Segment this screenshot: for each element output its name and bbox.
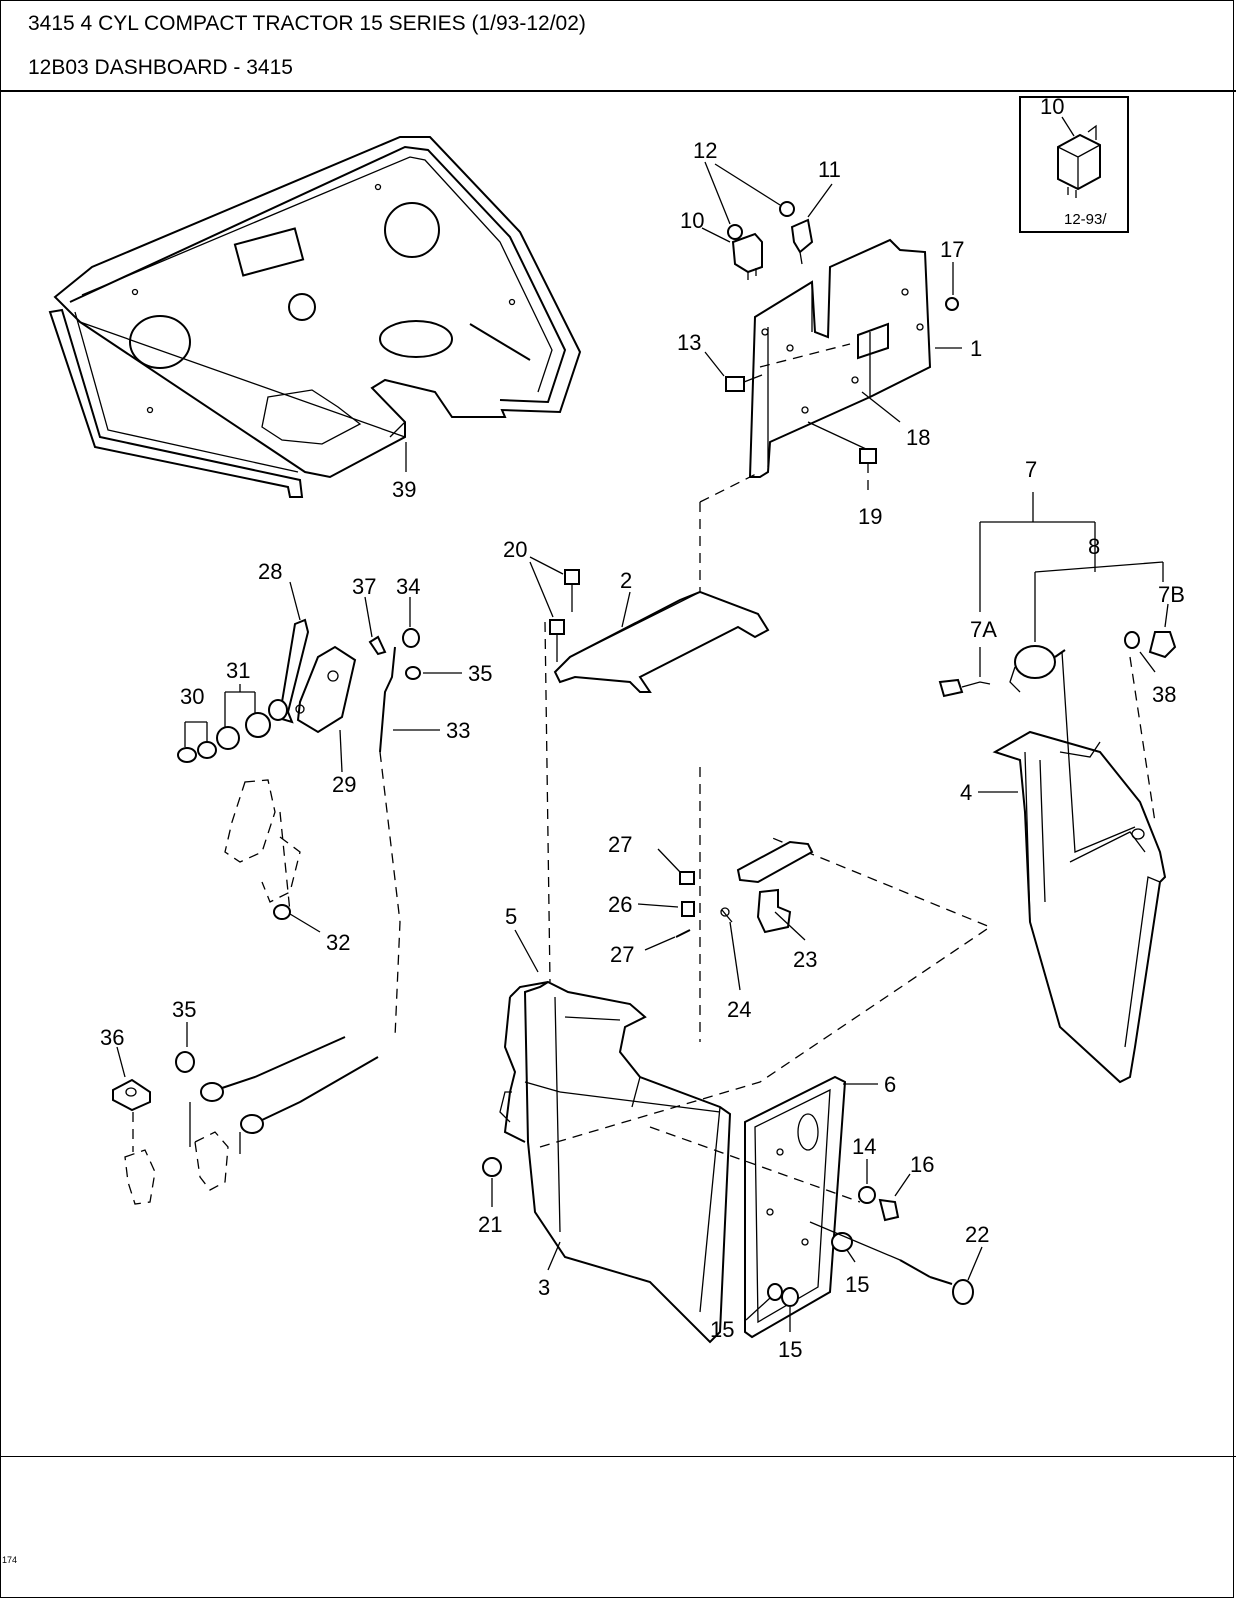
top-cover-2: 2 xyxy=(553,502,770,693)
callout-21: 19 xyxy=(858,504,882,529)
callout-5: 5 xyxy=(505,904,517,929)
pin-27: 27 xyxy=(610,929,691,967)
callout-35-top: 35 xyxy=(468,661,492,686)
callout-18: 18 xyxy=(906,425,930,450)
side-panel-4: 4 xyxy=(960,730,1167,1084)
callout-4: 4 xyxy=(960,780,972,805)
washer-15-top: 14 xyxy=(852,1134,876,1204)
exploded-parts-diagram: 10 12-93/ 39 1 xyxy=(48,94,1185,1362)
inset-date-code: 12-93/ xyxy=(1064,211,1107,228)
callout-14: 15 xyxy=(778,1337,802,1362)
plate-6: 6 xyxy=(744,1072,896,1339)
nut-14: 15 xyxy=(778,1287,802,1362)
callout-15-top: 14 xyxy=(852,1134,876,1159)
callout-22: 22 xyxy=(965,1222,989,1247)
page-number: 174 xyxy=(2,1555,18,1565)
cables xyxy=(189,1036,379,1191)
callout-15-bottom: 15 xyxy=(710,1317,734,1342)
screw-16: 16 xyxy=(878,1152,934,1222)
lever-group: 28 29 xyxy=(258,559,356,797)
relay-inset: 10 12-93/ xyxy=(1019,94,1129,233)
callout-20: 21 xyxy=(478,1212,502,1237)
model-title: 3415 4 CYL COMPACT TRACTOR 15 SERIES (1/… xyxy=(28,12,586,35)
ignition-switch-7: 7 7A 8 xyxy=(938,457,1164,853)
clamp-36: 36 xyxy=(100,1025,156,1205)
callout-7a: 7A xyxy=(970,617,997,642)
callout-9: 10 xyxy=(680,208,704,233)
clip-35-bottom: 35 xyxy=(172,997,196,1073)
callout-6: 6 xyxy=(884,1072,896,1097)
callout-17: 17 xyxy=(940,237,964,262)
nut-32: 32 xyxy=(273,904,350,955)
callout-8: 7B xyxy=(1158,582,1185,607)
washer-15-bottom: 15 xyxy=(710,1283,783,1342)
washers-30-31: 30 31 xyxy=(177,658,288,763)
latch-23: 23 xyxy=(736,840,817,972)
callout-7b: 8 xyxy=(1088,534,1100,559)
callout-3: 3 xyxy=(538,1275,550,1300)
callout-12: 13 xyxy=(677,330,701,355)
switch-9: 10 xyxy=(680,208,763,280)
callout-19: 20 xyxy=(503,537,527,562)
header: 3415 4 CYL COMPACT TRACTOR 15 SERIES (1/… xyxy=(0,0,1236,92)
callout-24: 24 xyxy=(727,997,751,1022)
relay-10: 11 xyxy=(790,157,841,265)
knob-22: 22 xyxy=(809,1221,989,1305)
callout-31: 31 xyxy=(226,658,250,683)
callout-39: 38 xyxy=(1152,682,1176,707)
screw-26: 27 xyxy=(608,832,695,885)
callout-38: 39 xyxy=(392,477,416,502)
dashboard-panel-38: 39 xyxy=(48,136,582,502)
callout-25: 26 xyxy=(608,892,632,917)
callout-7: 7 xyxy=(1025,457,1037,482)
callout-23: 23 xyxy=(793,947,817,972)
callout-28: 28 xyxy=(258,559,282,584)
bolt-12: 13 xyxy=(677,330,763,392)
spring-24: 24 xyxy=(720,907,751,1022)
callout-10: 11 xyxy=(818,157,841,182)
key-8-39: 7B 38 xyxy=(1124,582,1185,823)
rod-33: 33 xyxy=(379,646,470,1038)
callout-34: 34 xyxy=(396,574,420,599)
clip-35-top: 35 xyxy=(405,661,492,686)
section-title: 12B03 DASHBOARD - 3415 xyxy=(28,56,293,79)
screw-11: 12 xyxy=(693,138,795,240)
mounting-bracket-1: 1 18 xyxy=(748,238,982,478)
footer-divider xyxy=(0,1456,1236,1457)
dash-housing-3: 5 3 xyxy=(499,621,732,1344)
inset-callout: 10 xyxy=(1040,94,1064,119)
callout-37: 37 xyxy=(352,574,376,599)
callout-2: 2 xyxy=(620,568,632,593)
nut-20: 21 xyxy=(478,1157,502,1237)
bushing-25: 26 xyxy=(608,892,695,917)
callout-13: 15 xyxy=(845,1272,869,1297)
callout-11: 12 xyxy=(693,138,717,163)
ghost-bracket xyxy=(224,779,301,913)
callout-27: 27 xyxy=(610,942,634,967)
washer-34: 34 xyxy=(396,574,420,648)
pin-37: 37 xyxy=(352,574,387,656)
callout-35-bottom: 35 xyxy=(172,997,196,1022)
callout-29: 29 xyxy=(332,772,356,797)
callout-36: 36 xyxy=(100,1025,124,1050)
screws-19: 20 xyxy=(503,537,580,662)
callout-26: 27 xyxy=(608,832,632,857)
callout-30: 30 xyxy=(180,684,204,709)
callout-16: 16 xyxy=(910,1152,934,1177)
callout-1: 1 xyxy=(970,336,982,361)
callout-32: 32 xyxy=(326,930,350,955)
nut-17: 17 xyxy=(940,237,964,311)
callout-33: 33 xyxy=(446,718,470,743)
bolt-21: 19 xyxy=(807,421,882,529)
plug-13: 15 xyxy=(831,1232,869,1297)
